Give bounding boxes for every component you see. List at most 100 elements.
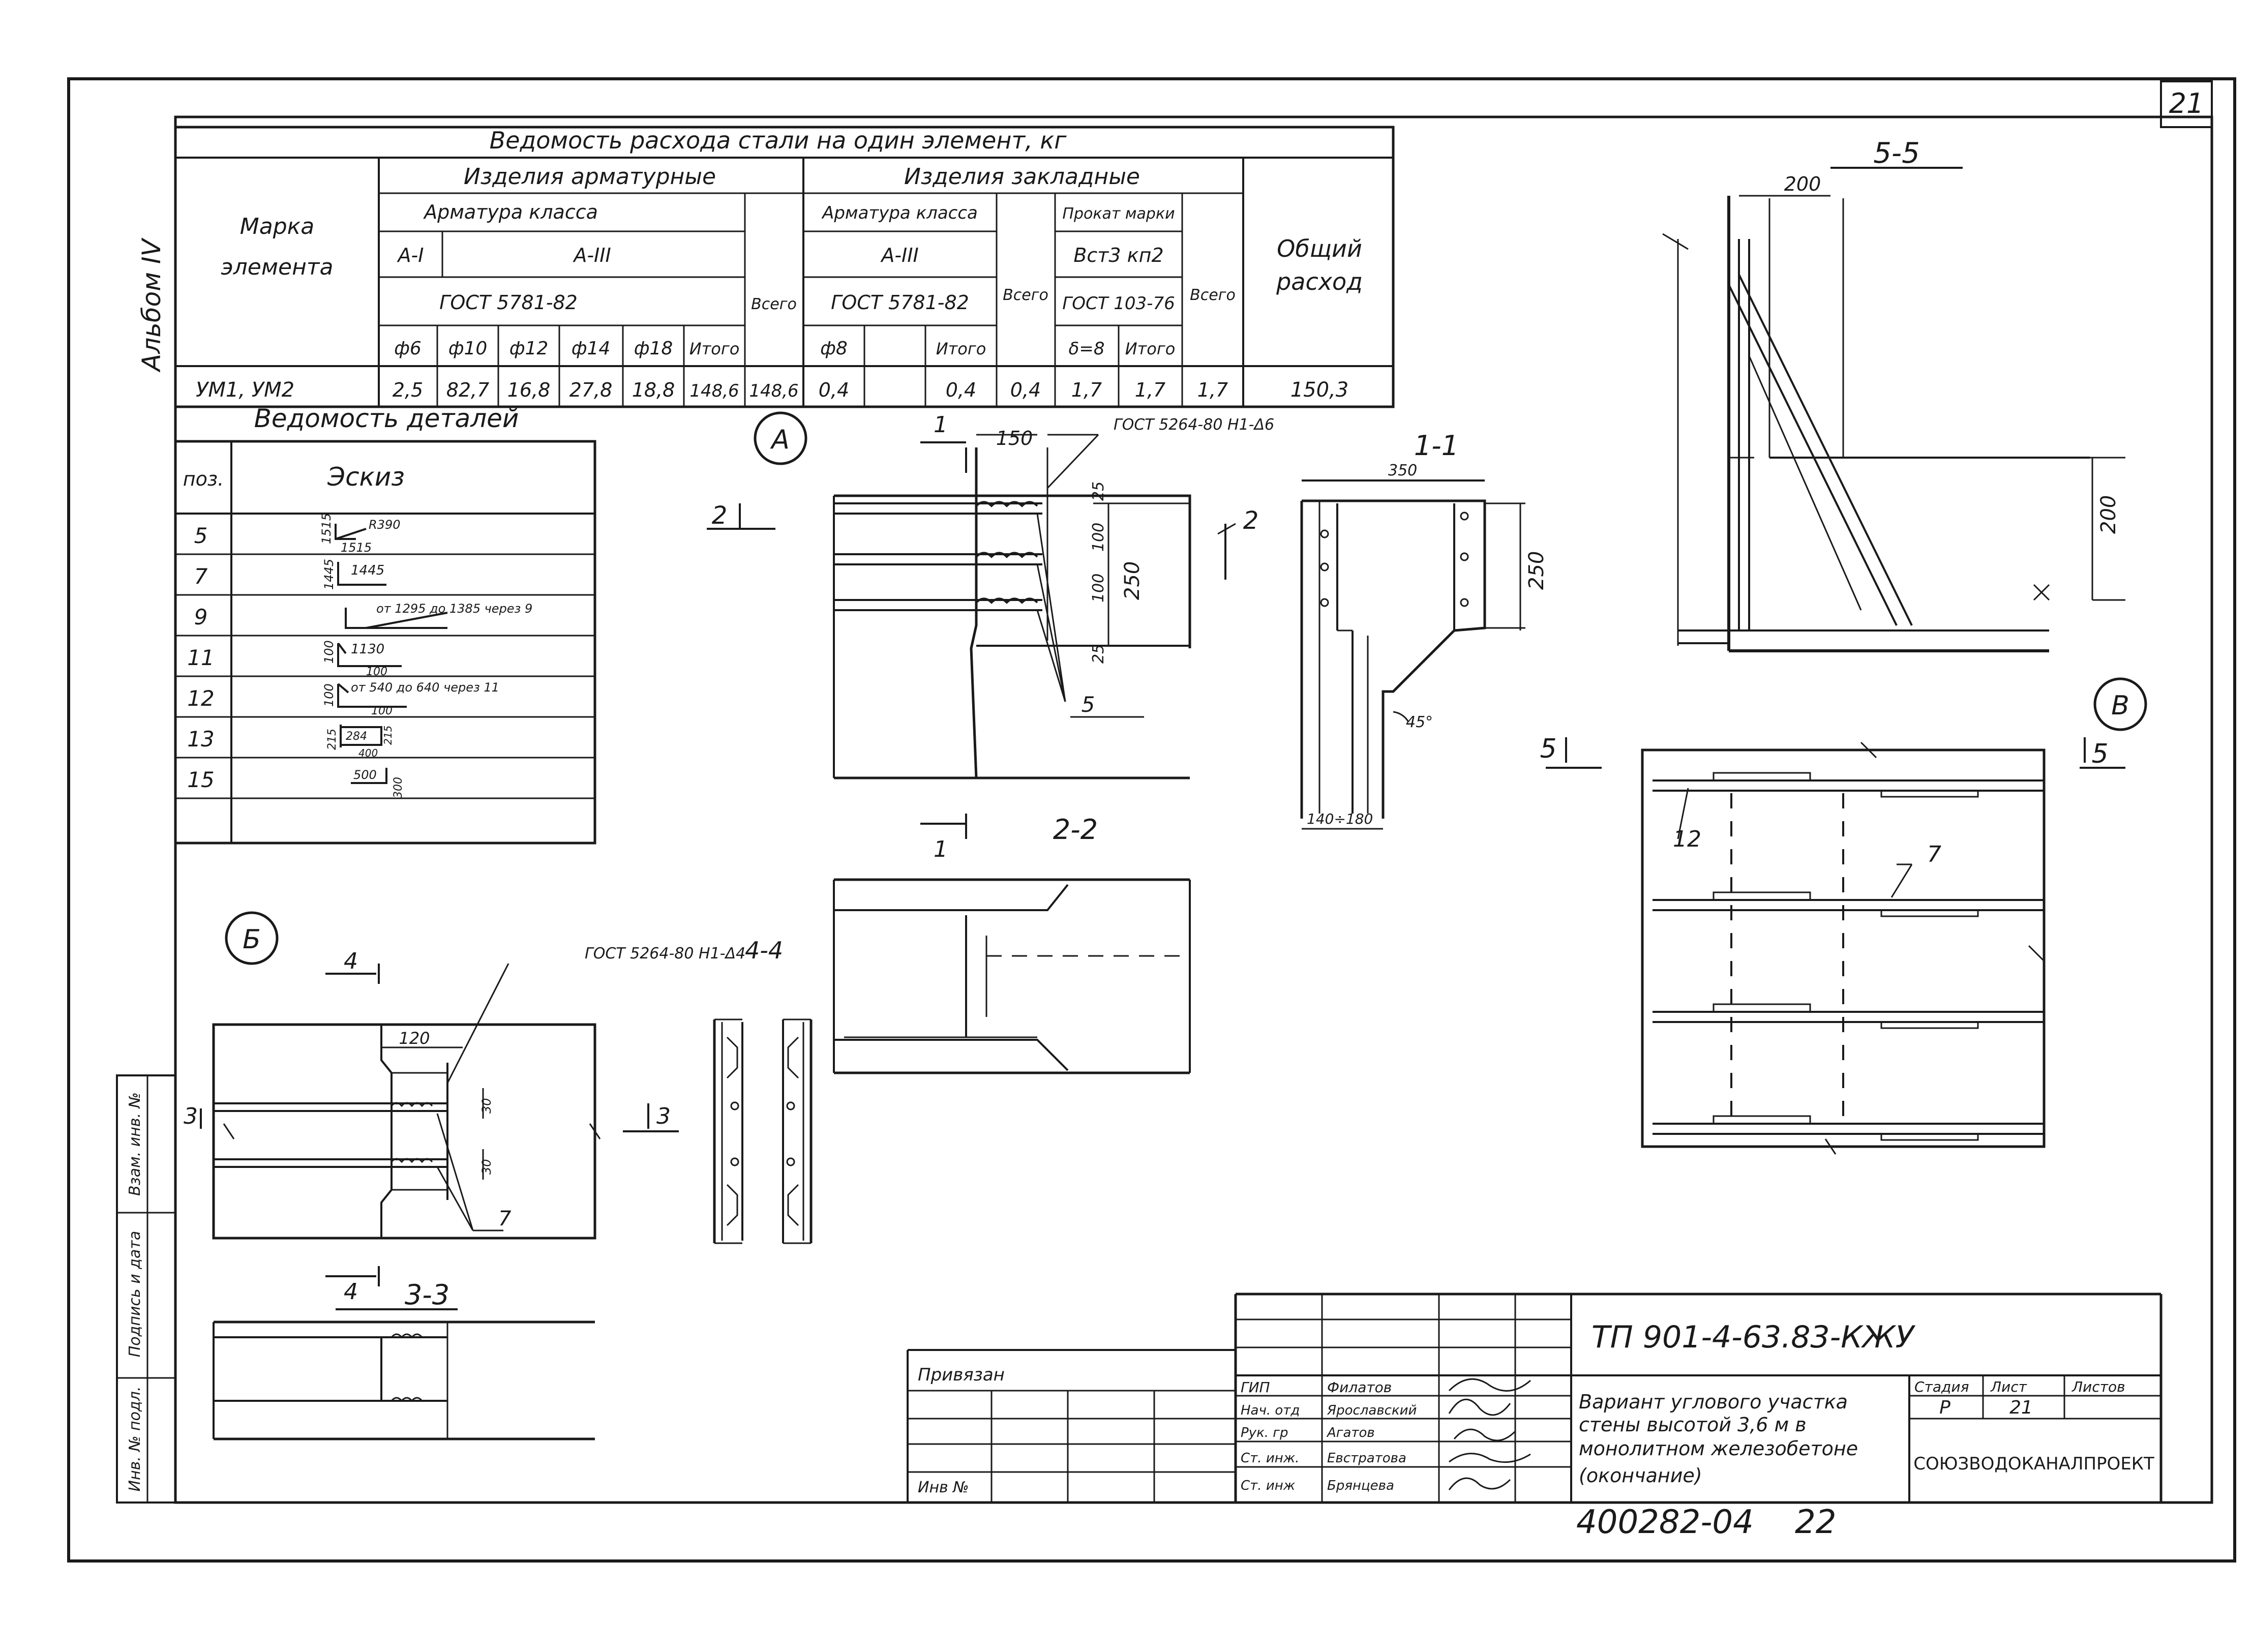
sub-head-f12: ф12 — [509, 338, 549, 359]
detail-pos-11: 11 — [187, 645, 214, 670]
sub-head-itogo-1: Итого — [689, 339, 740, 358]
album-label: Альбом IV — [137, 237, 166, 372]
sheet-header: Лист — [1990, 1378, 2027, 1395]
section-5-5-drawing — [1662, 167, 2125, 652]
pos12-dim-1: 100 — [322, 683, 336, 707]
pos9-dim: от 1295 до 1385 через 9 — [376, 602, 532, 616]
role-ruk-gr: Рук. гр — [1241, 1425, 1288, 1440]
vsego-1: Всего — [751, 295, 797, 313]
sub-head-f6: ф6 — [394, 338, 422, 359]
section-5-5-title: 5-5 — [1873, 137, 1919, 170]
group-arm-label: Изделия арматурные — [464, 164, 716, 190]
sketch-pos7 — [337, 562, 386, 586]
class-a1: A-I — [397, 244, 424, 266]
inv-no-label: Инв № — [918, 1479, 969, 1496]
dim-25b: 25 — [1090, 644, 1107, 664]
name-agatov: Агатов — [1326, 1425, 1375, 1440]
section-3-3-title: 3-3 — [405, 1279, 449, 1311]
dim-30a: 30 — [479, 1098, 494, 1114]
vsego-3: Всего — [1190, 286, 1236, 304]
pos5-dim-1: 1515 — [319, 513, 334, 544]
pos7-dim-1: 1445 — [322, 559, 336, 590]
corner-box — [2160, 80, 2213, 128]
title-line-2: стены высотой 3,6 м в — [1579, 1414, 1807, 1436]
side-inv-podl: Инв. № подл. — [126, 1387, 144, 1492]
dim-350: 350 — [1388, 462, 1417, 479]
steel-table — [174, 126, 1395, 408]
corner-sheet-number: 21 — [2169, 87, 2204, 119]
cell-f8: 0,4 — [819, 379, 849, 401]
side-podpis: Подпись и дата — [126, 1231, 144, 1358]
sheets-header: Листов — [2071, 1378, 2125, 1395]
node-a-marker — [754, 411, 807, 465]
dim-120: 120 — [399, 1029, 430, 1048]
section-2-2-title: 2-2 — [1053, 814, 1098, 846]
cut3-left: 3 — [184, 1103, 198, 1129]
node-a-label: А — [770, 425, 790, 455]
sub-head-f18: ф18 — [634, 338, 673, 359]
class-a3: A-III — [572, 244, 611, 266]
dim-150: 150 — [996, 427, 1033, 449]
col-pos: поз. — [183, 468, 224, 490]
col-mark-1: Марка — [240, 214, 314, 239]
weld-b-note: ГОСТ 5264-80 Н1-Δ4 — [585, 945, 745, 963]
dim-30b: 30 — [479, 1159, 494, 1175]
title-line-3: монолитном железобетоне — [1579, 1437, 1858, 1460]
vsego-2: Всего — [1003, 286, 1048, 304]
pos15-dim-2: 300 — [392, 777, 405, 798]
cell-prokat-vsego: 1,7 — [1197, 379, 1228, 401]
pos11-dim-2: 1130 — [351, 642, 384, 657]
row-mark: УМ1, УМ2 — [196, 378, 294, 402]
cell-emb-vsego: 0,4 — [1010, 379, 1041, 401]
section-1-1-drawing — [1300, 479, 1525, 830]
name-bryantseva: Брянцева — [1327, 1478, 1394, 1493]
sub-head-f8: ф8 — [820, 338, 848, 359]
privyazan-label: Привязан — [918, 1365, 1005, 1385]
pos7-dim-2: 1445 — [351, 563, 384, 578]
cell-emb-itogo: 0,4 — [946, 379, 976, 401]
section-2-2-drawing — [833, 878, 1191, 1074]
sub-head-f14: ф14 — [572, 338, 611, 359]
role-st-inzh-2: Ст. инж — [1241, 1478, 1296, 1493]
section-1-1-title: 1-1 — [1414, 430, 1459, 462]
pos7-callout-v: 7 — [1927, 842, 1941, 867]
name-evstratova: Евстратова — [1327, 1451, 1406, 1466]
detail-pos-7: 7 — [194, 564, 208, 589]
stage-header: Стадия — [1914, 1378, 1969, 1395]
detail-pos-12: 12 — [187, 686, 214, 711]
prokat-mark: Вст3 кп2 — [1073, 244, 1163, 266]
dim-140-180: 140÷180 — [1307, 810, 1373, 827]
cut2-right: 2 — [1243, 506, 1259, 535]
footer-page: 22 — [1795, 1504, 1836, 1541]
section-4-4-title: 4-4 — [745, 937, 783, 964]
prokat-gost: ГОСТ 103-76 — [1062, 293, 1175, 314]
outer-frame — [67, 77, 2236, 1563]
group-emb-label: Изделия закладные — [904, 164, 1140, 190]
node-v-label: В — [2111, 690, 2129, 721]
pos13-dim-1: 215 — [326, 729, 339, 750]
total-head-2: расход — [1276, 268, 1363, 295]
pos5-leader-label: 5 — [1082, 692, 1095, 717]
pos15-dim-1: 500 — [353, 768, 377, 782]
pos5-dim-r: R390 — [369, 518, 400, 532]
detail-pos-9: 9 — [194, 605, 208, 629]
sketch-pos9 — [345, 608, 448, 629]
cut4-bottom: 4 — [344, 1279, 358, 1305]
weld-a-note: ГОСТ 5264-80 Н1-Δ6 — [1114, 416, 1274, 434]
sketch-pos11 — [337, 642, 402, 667]
steel-table-title: Ведомость расхода стали на один элемент,… — [490, 127, 1067, 154]
pos13-dim-4: 400 — [358, 747, 378, 759]
sketch-pos13 — [340, 725, 382, 747]
cell-total: 150,3 — [1290, 378, 1349, 402]
node-b-marker — [225, 911, 279, 965]
sub-head-itogo-2: Итого — [936, 339, 986, 358]
emb-arm-class: Арматура класса — [821, 203, 978, 223]
cell-f6: 2,5 — [393, 379, 423, 401]
dim-200-horizontal: 200 — [1784, 173, 1821, 195]
org-name: СОЮЗВОДОКАНАЛПРОЕКТ — [1913, 1454, 2154, 1474]
sub-head-delta: δ=8 — [1069, 339, 1105, 359]
emb-gost: ГОСТ 5781-82 — [831, 291, 969, 314]
node-a-drawing — [707, 434, 1236, 839]
pos7-callout-b: 7 — [498, 1207, 512, 1230]
cell-arm-vsego: 148,6 — [749, 381, 798, 401]
